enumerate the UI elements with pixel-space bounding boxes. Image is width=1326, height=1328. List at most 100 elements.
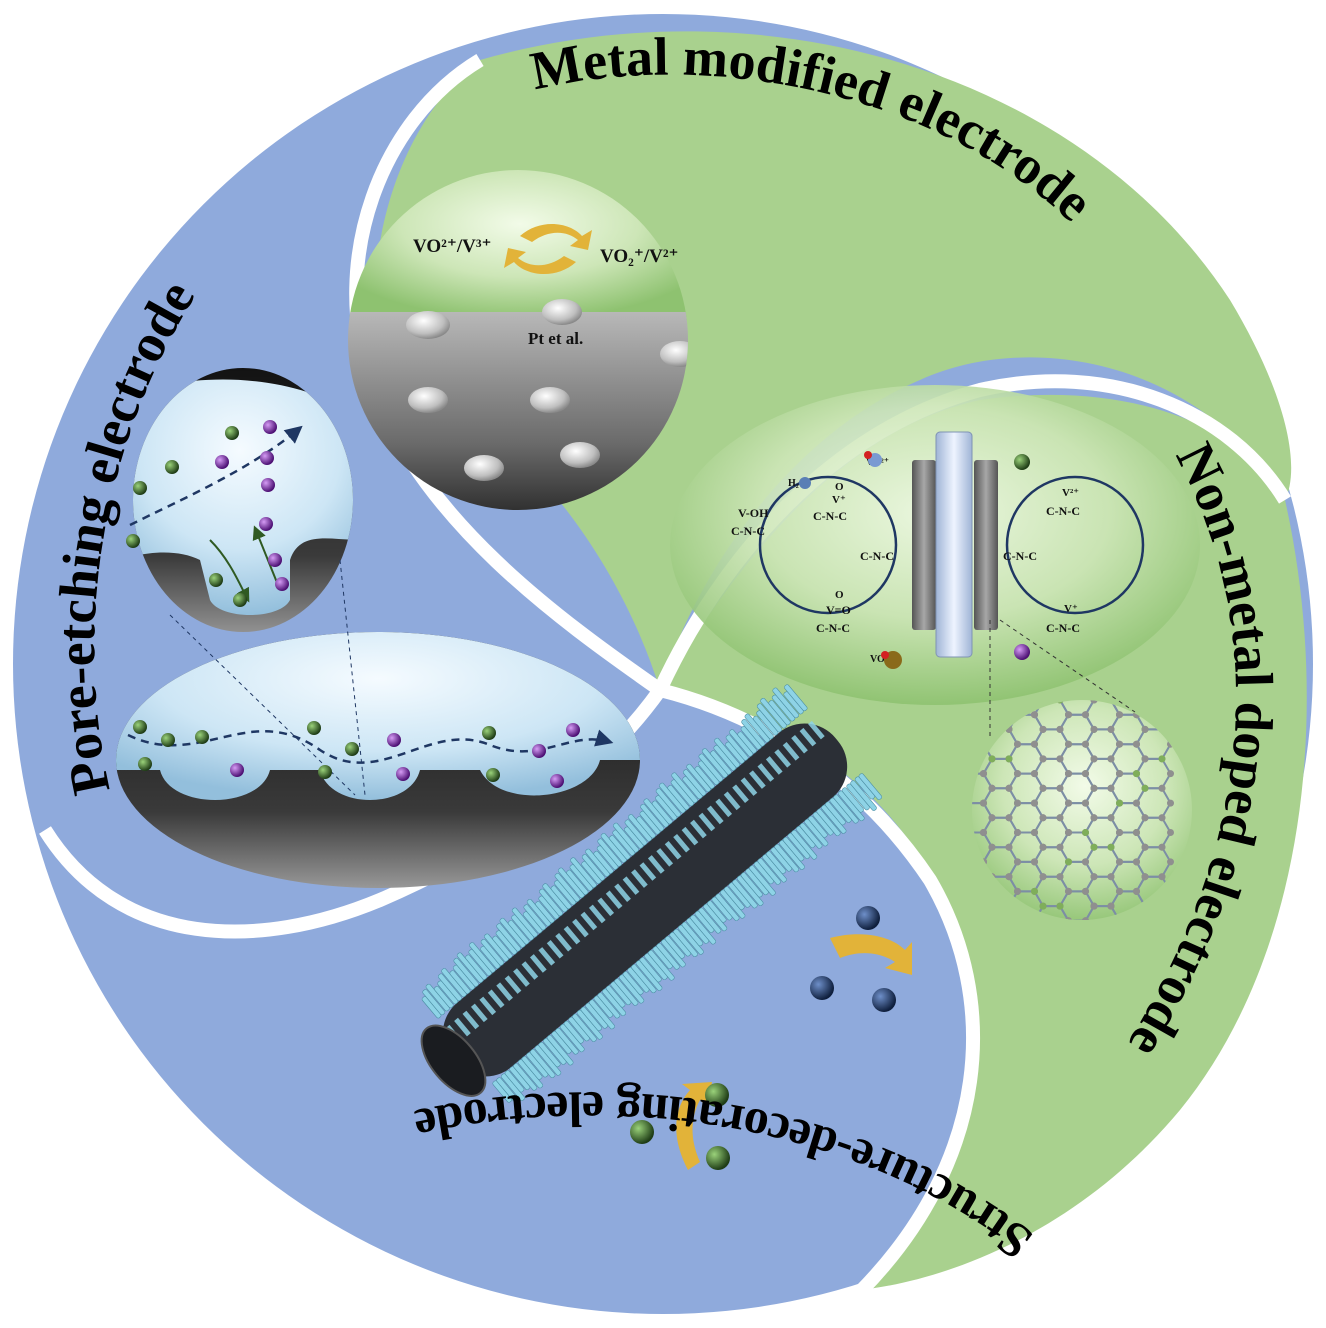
nanofiber-bristle <box>546 1034 574 1066</box>
nanofiber-bristle <box>511 907 538 938</box>
lattice-atom <box>1031 740 1038 748</box>
lattice-atom <box>1141 755 1149 763</box>
svg-text:V-OH: V-OH <box>738 506 769 520</box>
lattice-atom <box>1158 873 1166 881</box>
lattice-atom <box>1005 843 1013 851</box>
lattice-atom <box>1107 725 1115 733</box>
nanofiber-bristle <box>698 907 722 934</box>
lattice-atom <box>1090 725 1098 733</box>
dashed-path-arrow-icon <box>127 729 614 764</box>
nonmetal-chem-labels: V-OH C-N-C O V⁺ C-N-C C-N-C O V=O C-N-C … <box>731 457 1080 665</box>
nanofiber-bristle <box>698 812 716 832</box>
nanofiber-bristle <box>523 904 547 931</box>
nanofiber-bristle <box>741 719 766 747</box>
nanofiber-bristle <box>622 876 640 895</box>
nanofiber-bristle <box>723 886 745 911</box>
nanofiber-bristle <box>647 855 665 874</box>
lattice-atom <box>1082 711 1089 719</box>
nanofiber-bristle <box>614 978 639 1006</box>
lattice-atom <box>1107 784 1115 792</box>
nanofiber-bristle <box>636 816 656 839</box>
svg-text:O: O <box>835 481 844 493</box>
nanofiber-bristle <box>581 854 606 881</box>
lattice-atom <box>1065 740 1072 748</box>
lattice-atom <box>1056 843 1064 851</box>
lattice-atom <box>1107 843 1115 851</box>
nanofiber-bristle <box>555 1027 579 1055</box>
nanofiber-bristle <box>791 734 808 754</box>
nanofiber-bristle <box>480 938 505 966</box>
svg-text:V=O: V=O <box>826 603 851 617</box>
lattice-atom <box>980 829 987 836</box>
nanofiber-bristle <box>752 715 774 740</box>
nanofiber-bristle <box>723 791 741 811</box>
nanofiber-bristle <box>757 763 775 782</box>
lattice-atom <box>1056 725 1064 733</box>
svg-text:V²⁺: V²⁺ <box>1062 487 1079 499</box>
nanofiber-bristle <box>782 742 800 761</box>
lattice-atom <box>1141 784 1149 792</box>
nanofiber-bristle <box>681 921 704 947</box>
nanofiber-bristle <box>597 897 615 917</box>
lattice-atom <box>1107 814 1115 822</box>
lattice-atom <box>1031 887 1038 895</box>
lattice-atom <box>1056 755 1064 763</box>
nanofiber-bristle <box>639 957 662 983</box>
nanofiber-bristle <box>656 942 680 970</box>
lattice-atom <box>1031 829 1038 836</box>
nanofiber-bristle <box>453 957 479 987</box>
nanofiber-bristle <box>799 727 817 747</box>
nanofiber-bristle <box>449 970 471 994</box>
nanofiber-bristle <box>706 900 727 923</box>
lattice-atom <box>1141 843 1149 851</box>
nanofiber-bristle <box>639 862 657 881</box>
nanofiber-bristle <box>648 950 675 981</box>
lattice-atom <box>1133 887 1140 895</box>
lattice-atom <box>1090 843 1098 851</box>
catalyst-particles <box>406 299 688 510</box>
nanofiber-bristle <box>774 749 792 768</box>
nanofiber-bristle <box>655 788 682 818</box>
lattice-atom <box>1158 784 1166 792</box>
nanofiber-bristle <box>513 968 530 987</box>
lattice-atom <box>1005 755 1013 763</box>
lattice-atom <box>1014 799 1021 807</box>
nanofiber-bristle <box>487 989 505 1009</box>
nanofiber-bristle <box>784 684 808 712</box>
lattice-atom <box>1039 843 1047 851</box>
nanofiber-bristle <box>698 753 724 782</box>
svg-text:V⁺: V⁺ <box>1064 603 1078 615</box>
nanofiber-bristle <box>768 700 791 726</box>
nanofiber-bristle <box>422 989 446 1016</box>
nanofiber-bristle <box>529 954 547 973</box>
lattice-atom <box>980 770 987 778</box>
lattice-atom <box>988 843 996 851</box>
nanofiber-bristle <box>521 961 539 980</box>
nanofiber-bristle <box>538 947 556 966</box>
lattice-atom <box>1082 887 1089 895</box>
nanofiber-bristle <box>841 787 864 813</box>
nanofiber-bristle <box>496 923 521 952</box>
nanofiber-bristle <box>749 865 776 896</box>
nanofiber-bristle <box>725 734 749 761</box>
lattice-atom <box>1014 858 1021 866</box>
lattice-atom <box>1014 740 1021 748</box>
nanofiber-bristle <box>588 904 606 924</box>
nanofiber-bristle <box>833 794 859 824</box>
electrode-center-bar <box>935 431 973 658</box>
lattice-atom <box>1039 725 1047 733</box>
lattice-atom <box>1031 711 1038 719</box>
nanofiber-bristle <box>714 737 741 768</box>
nanofiber-bristle <box>782 836 805 862</box>
nanofiber-bristle <box>850 780 877 811</box>
pore-etching-panel <box>116 368 640 888</box>
catalyst-label: Pt et al. <box>528 329 583 348</box>
nanofiber-bristle <box>757 858 781 885</box>
lattice-atom <box>1133 799 1140 807</box>
lattice-atom <box>1005 873 1013 881</box>
lattice-atom <box>1133 829 1140 836</box>
lattice-atom <box>1082 829 1089 836</box>
lattice-atom <box>1090 755 1098 763</box>
metal-modified-panel: VO²⁺/V³⁺ VO₂⁺/V²⁺ Pt et al. <box>348 170 688 510</box>
